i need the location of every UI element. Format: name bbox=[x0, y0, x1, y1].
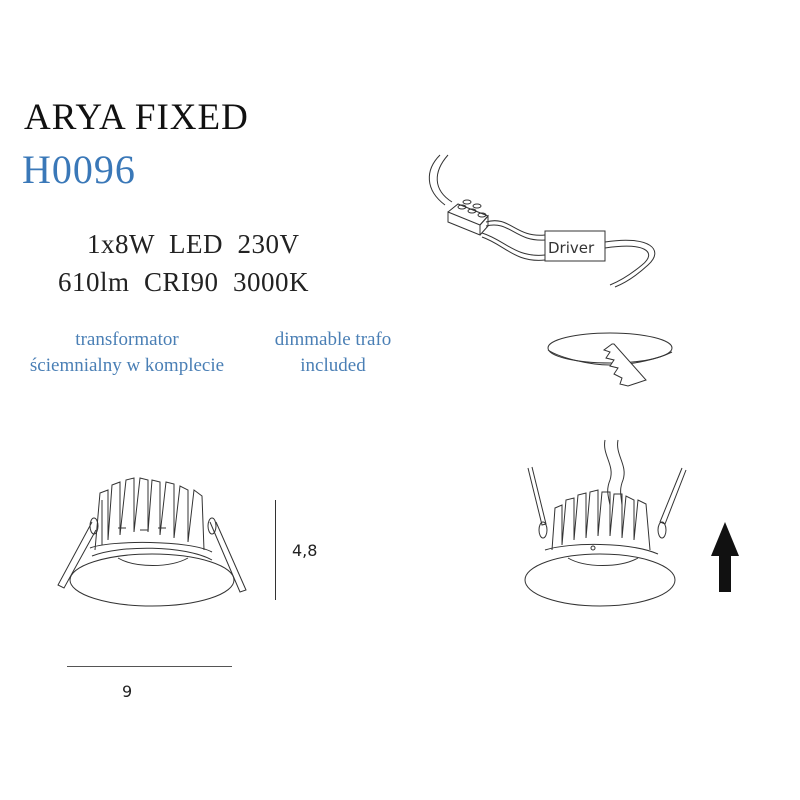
note-polish-line2: ściemnialny w komplecie bbox=[29, 355, 225, 376]
width-dimension-label: 9 bbox=[122, 682, 133, 701]
driver-wiring-illustration: Driver bbox=[428, 154, 656, 288]
product-code: H0096 bbox=[22, 147, 136, 192]
product-side-view bbox=[57, 477, 247, 607]
height-dimension-label: 4,8 bbox=[292, 541, 318, 560]
driver-label: Driver bbox=[548, 239, 595, 257]
installation-view bbox=[524, 439, 687, 607]
spec-light-line: 610lm CRI90 3000K bbox=[58, 267, 310, 297]
width-dimension-line bbox=[67, 666, 232, 667]
spec-power-line: 1x8W LED 230V bbox=[87, 229, 300, 259]
product-name: ARYA FIXED bbox=[24, 97, 249, 138]
ceiling-cutout-illustration bbox=[547, 332, 673, 387]
note-english: dimmable trafo included bbox=[252, 327, 414, 379]
note-polish-line1: transformator bbox=[75, 329, 179, 350]
height-dimension-line bbox=[275, 500, 276, 600]
note-english-line2: included bbox=[300, 355, 366, 376]
note-polish: transformator ściemnialny w komplecie bbox=[4, 327, 250, 379]
note-english-line1: dimmable trafo bbox=[274, 329, 392, 350]
insert-direction-arrow-icon bbox=[711, 522, 739, 592]
